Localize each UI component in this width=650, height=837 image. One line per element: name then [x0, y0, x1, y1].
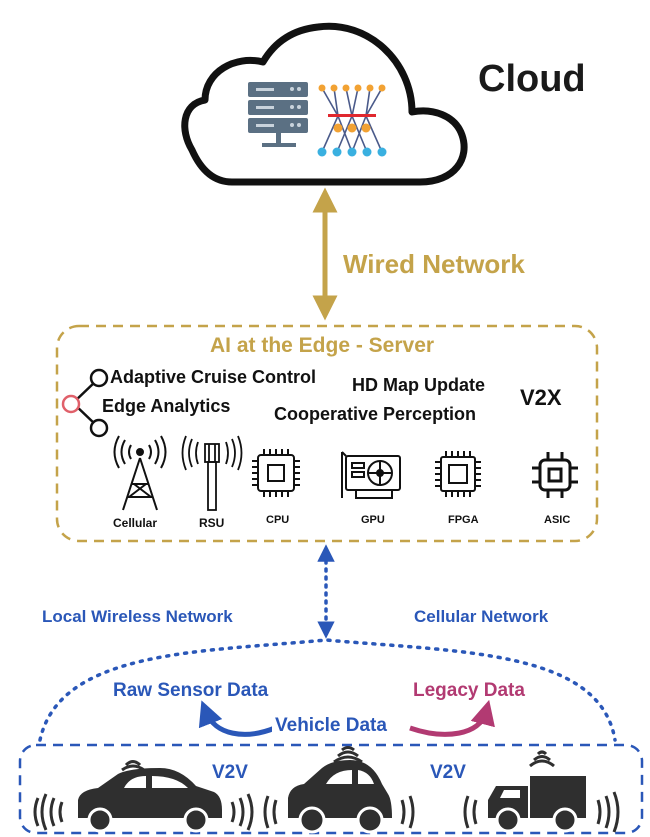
neural-network-icon: [321, 87, 383, 153]
app-edge-analytics: Edge Analytics: [102, 396, 231, 416]
car-icon: [288, 746, 392, 834]
raw-sensor-data-label: Raw Sensor Data: [113, 680, 269, 701]
cell-tower-icon: [113, 435, 167, 511]
hw-label-fpga: FPGA: [448, 514, 479, 526]
server-rack-icon: [248, 82, 308, 147]
cloud-icon: [181, 22, 468, 186]
cloud-title: Cloud: [478, 58, 586, 100]
vehicle-box: [18, 743, 644, 835]
local-wireless-network-label: Local Wireless Network: [42, 607, 233, 626]
hw-label-gpu: GPU: [361, 514, 385, 526]
wired-network-label: Wired Network: [343, 249, 525, 279]
asic-icon: [532, 452, 578, 498]
hw-label-rsu: RSU: [199, 516, 225, 530]
rsu-icon: [181, 435, 243, 511]
edge-server-title: AI at the Edge - Server: [210, 334, 435, 357]
car-icon: [488, 750, 586, 833]
edge-server-box: [55, 324, 599, 543]
v2v-label-left: V2V: [212, 762, 248, 783]
cpu-icon: [252, 449, 300, 497]
app-hd-map-update: HD Map Update: [352, 375, 486, 395]
neural-network-nodes: [317, 84, 387, 157]
fpga-icon: [435, 451, 481, 497]
vehicle-data-label: Vehicle Data: [272, 715, 390, 737]
share-icon: [61, 368, 109, 438]
legacy-data-arrow: [409, 699, 495, 737]
car-signal-icon: [463, 791, 620, 833]
app-adaptive-cruise-control: Adaptive Cruise Control: [110, 367, 317, 387]
car-signal-icon: [33, 793, 254, 831]
v2v-label-right: V2V: [430, 762, 466, 783]
car-signal-icon: [263, 795, 415, 829]
cellular-network-label: Cellular Network: [414, 607, 549, 626]
hw-label-asic: ASIC: [544, 514, 571, 526]
hw-label-cpu: CPU: [266, 514, 290, 526]
app-cooperative-perception: Cooperative Perception: [274, 404, 477, 424]
raw-data-arrow: [198, 700, 276, 737]
v2x-label: V2X: [520, 385, 562, 410]
hw-label-cellular: Cellular: [113, 516, 158, 530]
coverage-arc: [38, 638, 617, 742]
car-icon: [78, 760, 222, 833]
legacy-data-label: Legacy Data: [413, 680, 525, 701]
gpu-icon: [341, 451, 401, 499]
